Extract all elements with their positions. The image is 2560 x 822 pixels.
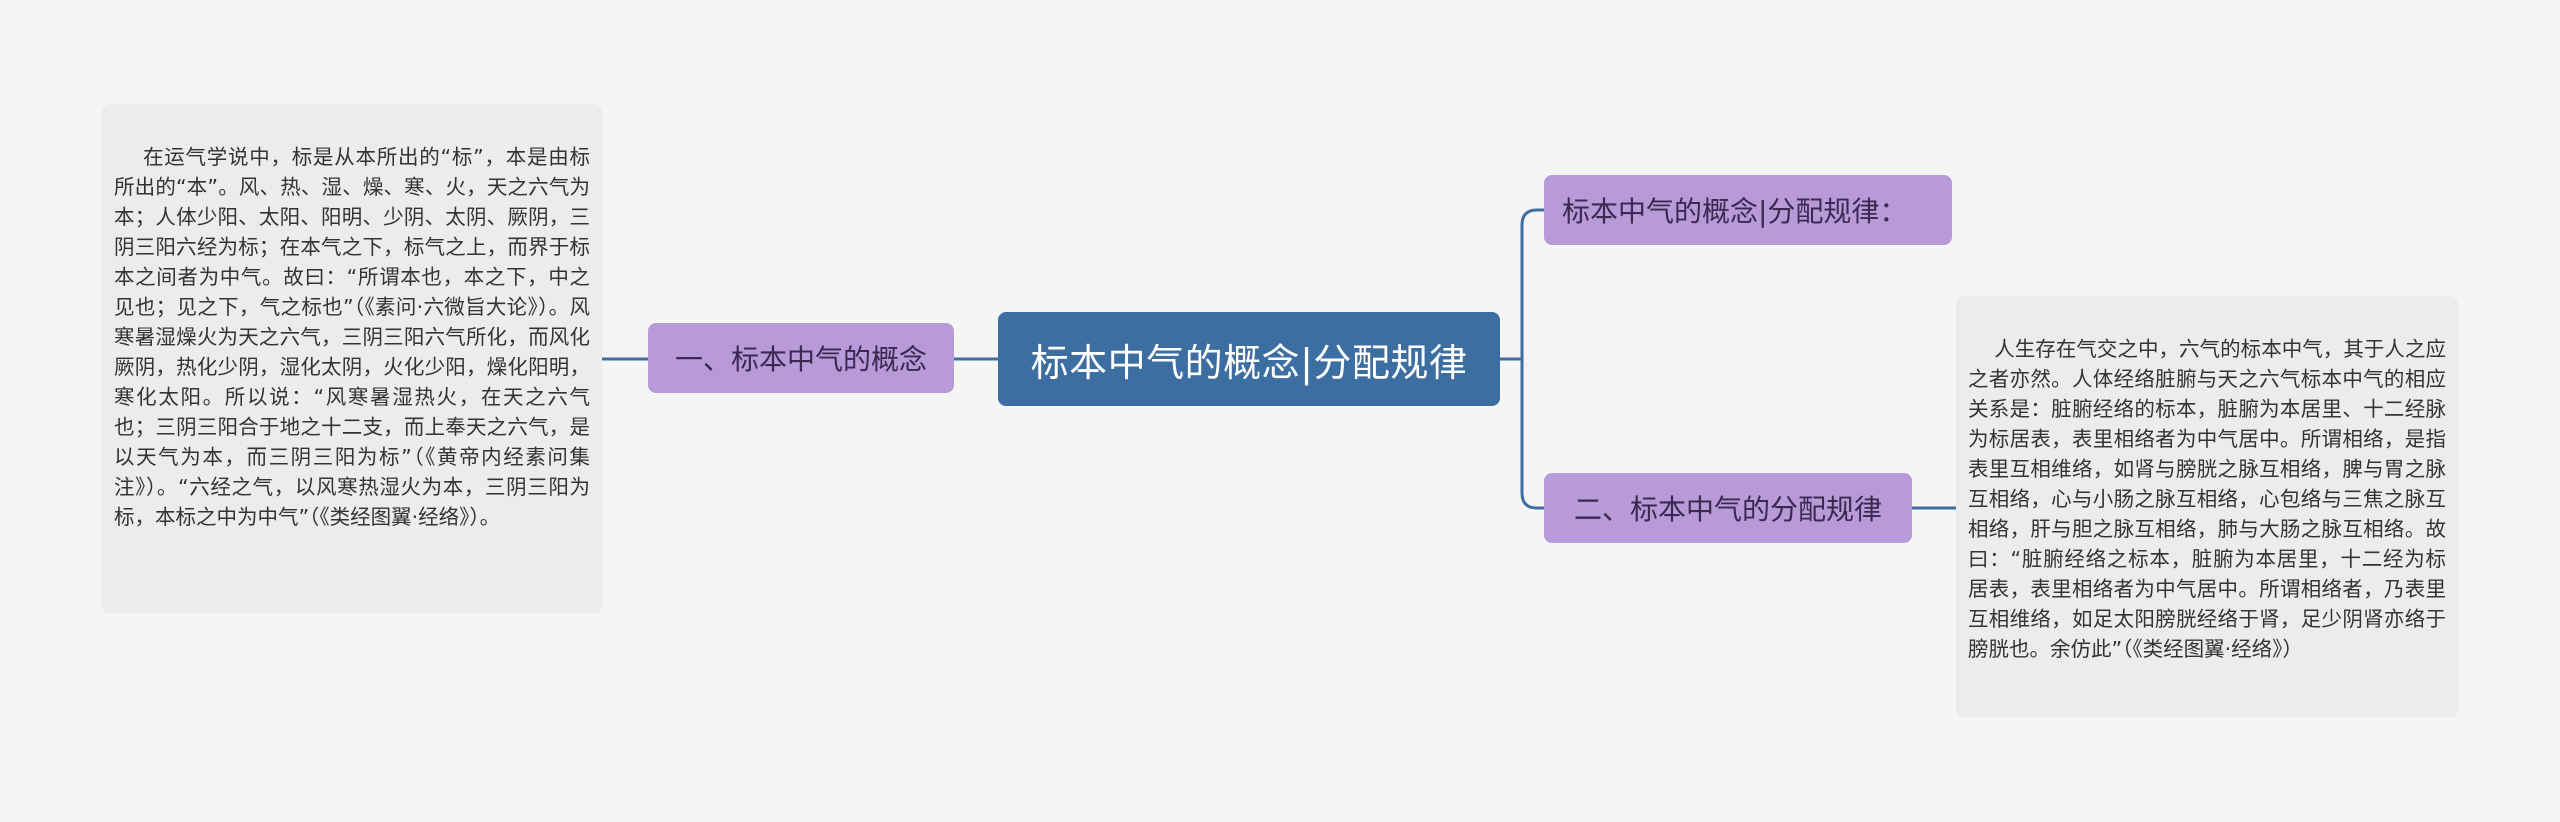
connector-right-bottom — [1520, 359, 1544, 510]
branch-node-title-repeat[interactable]: 标本中气的概念|分配规律： — [1544, 175, 1952, 245]
root-node-label: 标本中气的概念|分配规律 — [1030, 340, 1468, 385]
connector-right-top — [1520, 208, 1544, 359]
branch-node-distribution[interactable]: 二、标本中气的分配规律 — [1544, 473, 1912, 543]
branch-node-concept-label: 一、标本中气的概念 — [674, 343, 927, 376]
leaf-node-distribution-detail[interactable]: 人生存在气交之中，六气的标本中气，其于人之应之者亦然。人体经络脏腑与天之六气标本… — [1956, 296, 2458, 718]
branch-node-distribution-label: 二、标本中气的分配规律 — [1573, 493, 1882, 526]
leaf-node-distribution-detail-text: 人生存在气交之中，六气的标本中气，其于人之应之者亦然。人体经络脏腑与天之六气标本… — [1968, 337, 2446, 661]
root-node[interactable]: 标本中气的概念|分配规律 — [998, 312, 1500, 406]
branch-node-concept[interactable]: 一、标本中气的概念 — [648, 323, 954, 393]
branch-node-title-repeat-label: 标本中气的概念|分配规律： — [1562, 195, 1908, 228]
leaf-node-concept-detail-text: 在运气学说中，标是从本所出的“标”，本是由标所出的“本”。风、热、湿、燥、寒、火… — [114, 145, 590, 529]
leaf-node-concept-detail[interactable]: 在运气学说中，标是从本所出的“标”，本是由标所出的“本”。风、热、湿、燥、寒、火… — [102, 104, 602, 614]
